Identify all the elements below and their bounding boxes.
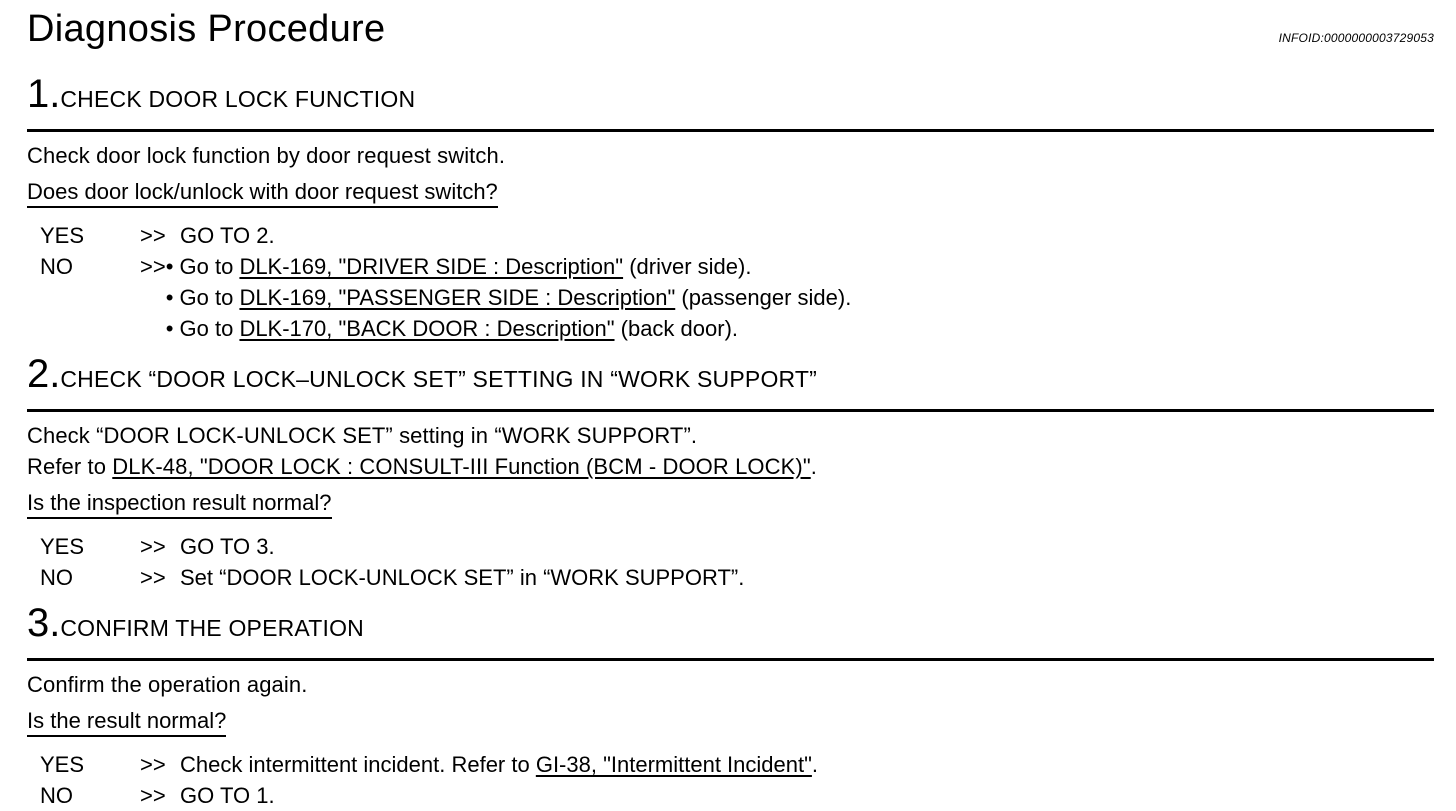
step-3-heading: 3.CONFIRM THE OPERATION bbox=[27, 603, 1434, 648]
question-line: Does door lock/unlock with door request … bbox=[27, 179, 1434, 210]
step-3-section: 3.CONFIRM THE OPERATION Confirm the oper… bbox=[27, 603, 1434, 811]
answer-label: YES bbox=[40, 752, 85, 777]
text-segment: . bbox=[811, 752, 819, 777]
text-segment: (driver side). bbox=[623, 254, 752, 279]
answer-content: GO TO 3. bbox=[180, 531, 1434, 562]
step-2-heading: 2.CHECK “DOOR LOCK–UNLOCK SET” SETTING I… bbox=[27, 354, 1434, 399]
answer-row-yes: YES >> GO TO 3. bbox=[40, 531, 1434, 562]
text-segment: • Go to bbox=[165, 316, 240, 341]
text-segment: GO TO 2. bbox=[180, 223, 275, 248]
answer-label: YES bbox=[40, 223, 85, 248]
section-divider bbox=[27, 409, 1434, 412]
answer-content: Check intermittent incident. Refer to GI… bbox=[180, 749, 1434, 780]
answer-arrow: >> bbox=[140, 783, 166, 808]
cross-reference-link[interactable]: DLK-170, "BACK DOOR : Description" bbox=[239, 316, 615, 341]
text-segment: Check intermittent incident. Refer to bbox=[180, 752, 536, 777]
step-1-section: 1.CHECK DOOR LOCK FUNCTION Check door lo… bbox=[27, 74, 1434, 344]
step-1-heading: 1.CHECK DOOR LOCK FUNCTION bbox=[27, 74, 1434, 119]
cross-reference-link[interactable]: DLK-48, "DOOR LOCK : CONSULT-III Functio… bbox=[112, 454, 811, 479]
page-title: Diagnosis Procedure bbox=[27, 8, 386, 50]
text-segment: GO TO 1. bbox=[180, 783, 275, 808]
text-segment: GO TO 3. bbox=[180, 534, 275, 559]
step-2-number: 2. bbox=[27, 352, 61, 396]
answers-block: YES >> GO TO 3. NO >> Set “DOOR LOCK-UNL… bbox=[40, 531, 1434, 593]
answer-arrow: >> bbox=[140, 223, 166, 248]
infoid-label: INFOID:0000000003729053 bbox=[1278, 31, 1434, 45]
answers-block: YES >> GO TO 2. NO >> • Go to DLK-169, "… bbox=[40, 220, 1434, 344]
text-segment: Refer to bbox=[27, 454, 113, 479]
body-text: Check door lock function by door request… bbox=[27, 140, 1434, 171]
body-text: Confirm the operation again. bbox=[27, 669, 1434, 700]
cross-reference-link[interactable]: DLK-169, "DRIVER SIDE : Description" bbox=[239, 254, 624, 279]
bullet-item: • Go to DLK-169, "DRIVER SIDE : Descript… bbox=[166, 251, 1434, 282]
step-3-title: CONFIRM THE OPERATION bbox=[60, 615, 364, 641]
step-1-title: CHECK DOOR LOCK FUNCTION bbox=[60, 86, 416, 112]
answer-content: GO TO 1. bbox=[180, 780, 1434, 811]
answer-row-no: NO >> • Go to DLK-169, "DRIVER SIDE : De… bbox=[40, 251, 1434, 344]
answer-label: NO bbox=[40, 783, 73, 808]
text-segment: . bbox=[810, 454, 817, 479]
answer-content: GO TO 2. bbox=[180, 220, 1434, 251]
bullet-item: • Go to DLK-169, "PASSENGER SIDE : Descr… bbox=[166, 282, 1434, 313]
text-segment: Set “DOOR LOCK-UNLOCK SET” in “WORK SUPP… bbox=[180, 565, 745, 590]
text-segment: (back door). bbox=[614, 316, 739, 341]
answer-arrow: >> bbox=[140, 254, 166, 279]
title-row: Diagnosis Procedure INFOID:0000000003729… bbox=[27, 8, 1434, 50]
answer-label: NO bbox=[40, 565, 73, 590]
question-text: Is the result normal? bbox=[27, 710, 227, 737]
cross-reference-link[interactable]: DLK-169, "PASSENGER SIDE : Description" bbox=[239, 285, 676, 310]
text-segment: Confirm the operation again. bbox=[27, 672, 308, 697]
answer-label: NO bbox=[40, 254, 73, 279]
answer-arrow: >> bbox=[140, 534, 166, 559]
answer-content: Set “DOOR LOCK-UNLOCK SET” in “WORK SUPP… bbox=[180, 562, 1434, 593]
body-text: Refer to DLK-48, "DOOR LOCK : CONSULT-II… bbox=[27, 451, 1434, 482]
answer-arrow: >> bbox=[140, 565, 166, 590]
question-text: Is the inspection result normal? bbox=[27, 492, 332, 519]
text-segment: • Go to bbox=[165, 285, 240, 310]
step-1-number: 1. bbox=[27, 72, 61, 116]
answers-block: YES >> Check intermittent incident. Refe… bbox=[40, 749, 1434, 811]
text-segment: Check door lock function by door request… bbox=[27, 143, 506, 168]
question-line: Is the inspection result normal? bbox=[27, 490, 1434, 521]
step-2-title: CHECK “DOOR LOCK–UNLOCK SET” SETTING IN … bbox=[60, 366, 818, 392]
answer-row-yes: YES >> GO TO 2. bbox=[40, 220, 1434, 251]
section-divider bbox=[27, 129, 1434, 132]
answer-label: YES bbox=[40, 534, 85, 559]
section-divider bbox=[27, 658, 1434, 661]
text-segment: Check “DOOR LOCK-UNLOCK SET” setting in … bbox=[27, 423, 698, 448]
answer-row-no: NO >> Set “DOOR LOCK-UNLOCK SET” in “WOR… bbox=[40, 562, 1434, 593]
answer-row-yes: YES >> Check intermittent incident. Refe… bbox=[40, 749, 1434, 780]
body-text: Check “DOOR LOCK-UNLOCK SET” setting in … bbox=[27, 420, 1434, 451]
question-line: Is the result normal? bbox=[27, 708, 1434, 739]
question-text: Does door lock/unlock with door request … bbox=[27, 181, 498, 208]
cross-reference-link[interactable]: GI-38, "Intermittent Incident" bbox=[535, 752, 812, 777]
step-2-section: 2.CHECK “DOOR LOCK–UNLOCK SET” SETTING I… bbox=[27, 354, 1434, 593]
answer-arrow: >> bbox=[140, 752, 166, 777]
text-segment: (passenger side). bbox=[675, 285, 852, 310]
answer-row-no: NO >> GO TO 1. bbox=[40, 780, 1434, 811]
text-segment: • Go to bbox=[165, 254, 240, 279]
bullet-list: • Go to DLK-169, "DRIVER SIDE : Descript… bbox=[166, 251, 1434, 344]
bullet-item: • Go to DLK-170, "BACK DOOR : Descriptio… bbox=[166, 313, 1434, 344]
step-3-number: 3. bbox=[27, 601, 61, 645]
